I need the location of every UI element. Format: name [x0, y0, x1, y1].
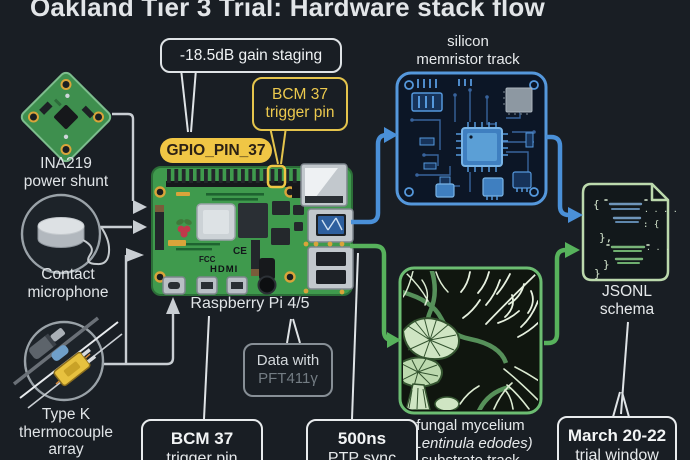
mycelium-track-label: fungal mycelium (Lentinula edodes) subst…	[408, 417, 533, 460]
sensor-connector-lines	[98, 112, 175, 366]
raspberry-pi-label: Raspberry Pi 4/5	[190, 295, 310, 312]
poe-header	[292, 186, 302, 198]
ethernet-port	[300, 163, 348, 207]
trial-window-footer-box: March 20-22 trial window	[557, 416, 677, 460]
memristor-track-label: silicon memristor track	[416, 33, 520, 68]
bcm-trigger-line2: trigger pin	[265, 104, 335, 121]
raspberry-pi-illustration: CE FCC HDMI	[151, 163, 354, 296]
bcm-bubble-pointer	[269, 126, 287, 165]
green-flow-lines	[350, 242, 580, 348]
contact-microphone-label: Contact microphone	[27, 266, 109, 301]
usb-port-lower	[307, 246, 354, 290]
data-with-pft411-callout: Data with PFT411γ	[243, 343, 333, 397]
hdmi-mark: HDMI	[210, 264, 238, 275]
gain-staging-callout: -18.5dB gain staging	[160, 38, 342, 73]
raspberry-logo	[176, 219, 192, 238]
doc-brace: },	[599, 231, 612, 244]
bcm-trigger-footer-box: BCM 37 trigger pin	[141, 419, 263, 460]
gain-staging-label: -18.5dB gain staging	[179, 46, 323, 64]
mushroom-caps	[403, 316, 460, 410]
thermocouple-illustration	[12, 316, 123, 409]
gpio-pin-37-highlight	[266, 164, 287, 189]
doc-colon: : {	[643, 220, 659, 230]
fcc-mark: FCC	[199, 255, 216, 264]
bcm-trigger-line1: BCM 37	[272, 86, 328, 103]
page-title: Oakland Tier 3 Trial: Hardware stack flo…	[30, 0, 545, 22]
ina219-label: INA219 power shunt	[23, 155, 109, 190]
blue-flow-lines	[351, 127, 583, 225]
doc-dots: . . . .	[644, 205, 678, 214]
thermocouple-label: Type K thermocouple array	[19, 406, 113, 458]
gain-bubble-pointer	[180, 68, 197, 133]
gpio-pin-37-badge: GPIO_PIN_37	[160, 138, 272, 163]
doc-brace: }	[594, 267, 601, 280]
jsonl-schema-label: JSONL schema	[599, 283, 655, 318]
ina219-board-illustration	[20, 71, 112, 163]
usb-port-upper	[307, 208, 354, 243]
ptp-sync-footer-box: 500ns PTP sync	[306, 419, 418, 460]
ce-mark: CE	[233, 246, 247, 257]
annotation-lines	[203, 252, 630, 420]
contact-microphone-illustration	[20, 193, 111, 275]
audio-jack	[259, 258, 275, 280]
bcm-trigger-callout: BCM 37 trigger pin	[252, 77, 348, 131]
jsonl-document-icon: { }, } } : { . . . . . . .	[581, 182, 678, 282]
doc-brace: {	[593, 198, 600, 211]
sensor-arrowheads	[126, 200, 180, 314]
mycelium-box-illustration	[398, 266, 543, 415]
doc-dots: . . .	[646, 243, 670, 252]
gpio-pin-37-label: GPIO_PIN_37	[166, 141, 266, 159]
doc-brace: }	[603, 258, 610, 271]
memristor-board-illustration	[395, 71, 548, 206]
